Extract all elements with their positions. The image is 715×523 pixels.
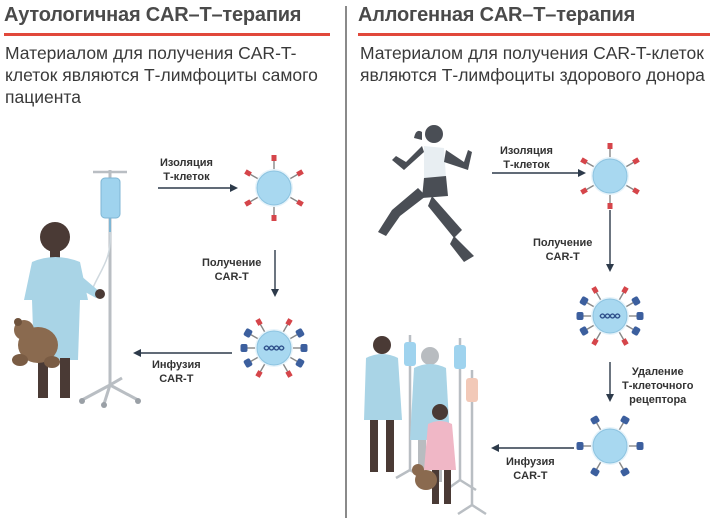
- car-t-cell-icon: [576, 286, 644, 346]
- allogeneic-title-rule: [358, 33, 710, 36]
- patients-group-icon: [364, 335, 487, 516]
- removal-arrow: [606, 362, 614, 402]
- production-arrow: [606, 210, 614, 272]
- runner-icon: [378, 125, 474, 262]
- car-t-cell-icon: [240, 318, 308, 378]
- car-t-cell-no-tcr-icon: [576, 415, 644, 477]
- autologous-title: Аутологичная CAR–T–терапия: [4, 4, 302, 26]
- autologous-description: Материалом для получения CAR-T-клеток яв…: [5, 43, 318, 107]
- iv-stand-icon: [79, 170, 141, 408]
- infusion-arrow: [491, 444, 574, 452]
- production-arrow: [271, 250, 279, 297]
- allogeneic-illustration: [364, 125, 644, 516]
- t-cell-icon: [244, 155, 304, 221]
- autologous-title-rule: [4, 33, 330, 36]
- isolation-arrow: [492, 169, 586, 177]
- child-patient-icon: [24, 222, 105, 398]
- panel-divider: [345, 6, 347, 518]
- infusion-arrow: [133, 349, 232, 357]
- autologous-panel: Аутологичная CAR–T–терапия Материалом дл…: [0, 0, 344, 523]
- isolation-arrow: [158, 184, 238, 192]
- t-cell-icon: [580, 143, 640, 209]
- allogeneic-description: Материалом для получения CAR-T-клеток яв…: [360, 43, 705, 85]
- allogeneic-title: Аллогенная CAR–T–терапия: [358, 4, 636, 26]
- teddy-bear-icon: [12, 318, 60, 368]
- autologous-illustration: [12, 155, 308, 408]
- allogeneic-panel: Аллогенная CAR–T–терапия Материалом для …: [352, 0, 715, 523]
